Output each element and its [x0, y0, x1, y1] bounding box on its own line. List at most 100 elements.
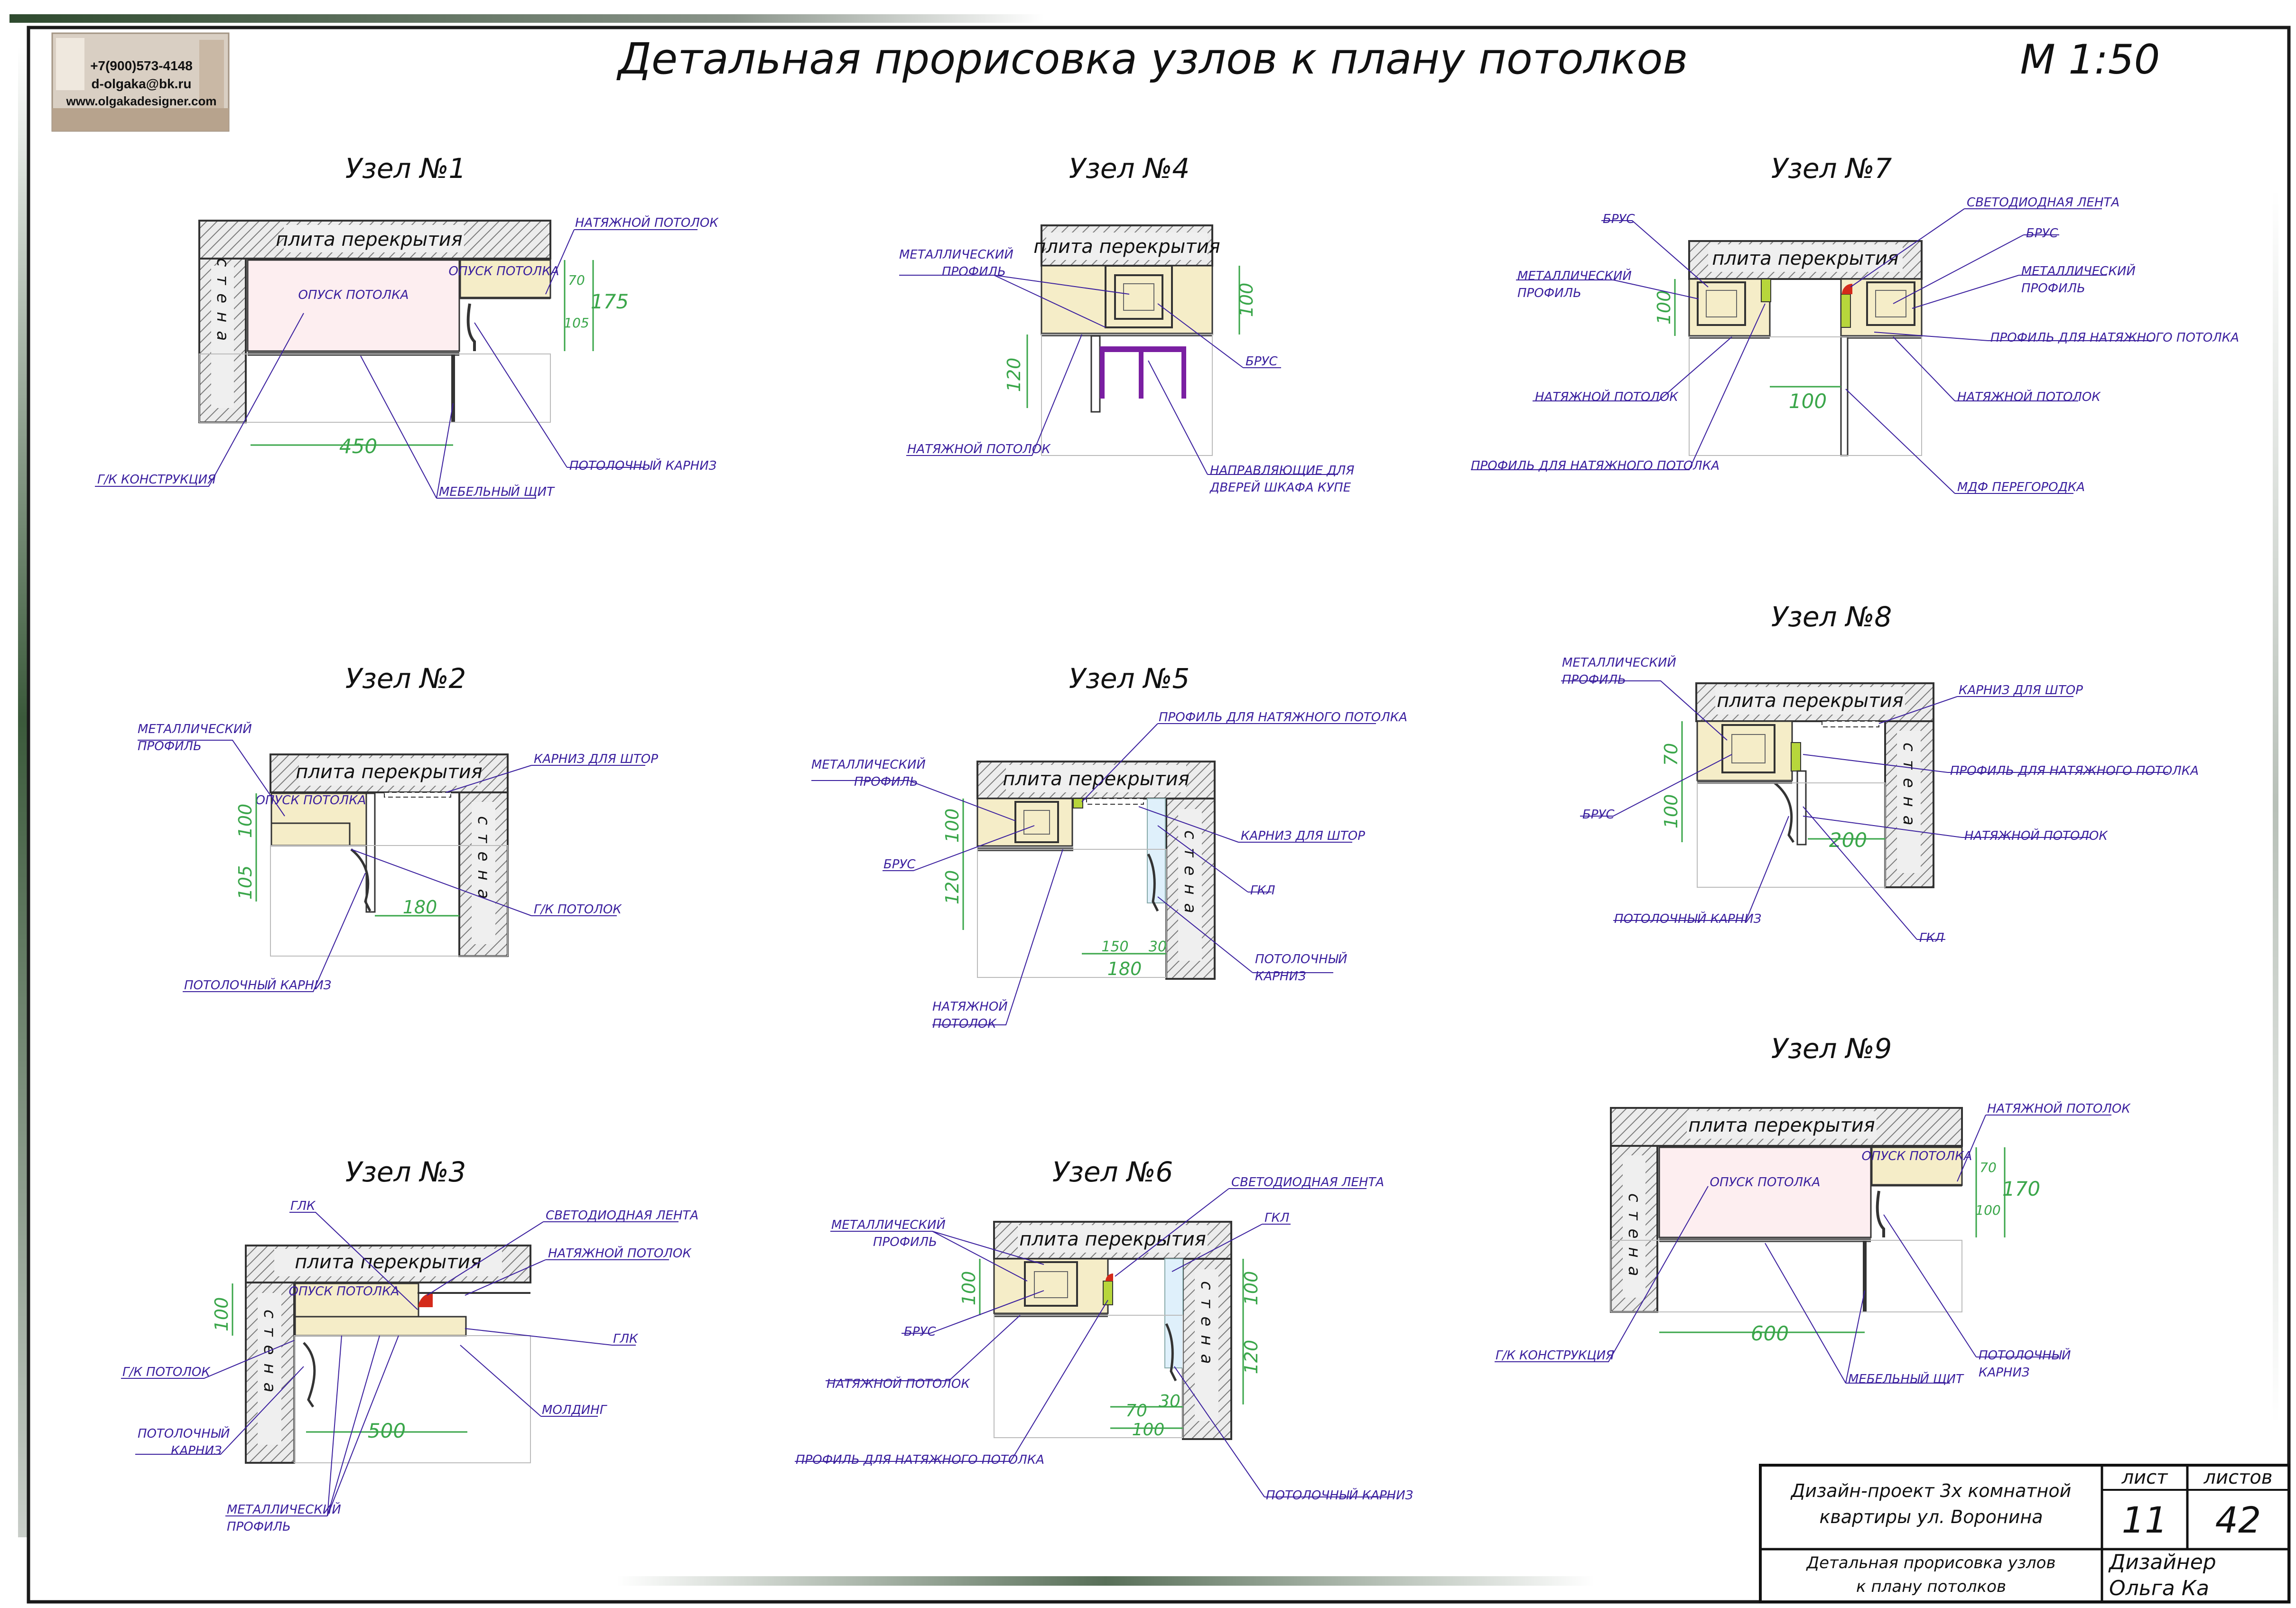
title-block: Дизайн-проект 3х комнатной квартиры ул. … [1759, 1464, 2290, 1603]
label-timber: БРУС [904, 1325, 936, 1339]
node-3: Узел №3 плита перекрытия стена ОПУСК ПОТ… [121, 1156, 698, 1534]
dim-100: 100 [211, 1297, 232, 1332]
label-molding: МОЛДИНГ [542, 1403, 608, 1417]
node-5: Узел №5 плита перекрытия стена 100 120 1… [811, 662, 1407, 1031]
dim-100-bottom: 100 [1132, 1420, 1165, 1440]
node-title: Узел №1 [345, 152, 466, 185]
wall-label: стена [1181, 830, 1199, 921]
label-cornice: ПОТОЛОЧНЫЙ КАРНИЗ [569, 458, 716, 473]
dim-200: 200 [1829, 828, 1867, 852]
label-stretch-profile: ПРОФИЛЬ ДЛЯ НАТЯЖНОГО ПОТОЛКА [1159, 710, 1407, 725]
stamp-sheets-label: листов [2203, 1467, 2273, 1488]
label-curtain-rail: КАРНИЗ ДЛЯ ШТОР [534, 752, 658, 766]
label-timber: БРУС [1582, 808, 1615, 822]
label-drop: ОПУСК ПОТОЛКА [256, 793, 366, 808]
wall-label: стена [260, 1310, 279, 1401]
dim-120: 120 [1241, 1340, 1262, 1375]
label-led-strip: СВЕТОДИОДНАЯ ЛЕНТА [546, 1208, 698, 1223]
stamp-designer-label: Дизайнер [2108, 1550, 2216, 1574]
label-stretch-ceiling: НАТЯЖНОЙ ПОТОЛОК [575, 215, 719, 230]
label-timber: БРУС [883, 857, 916, 872]
label-stretch-profile: ПРОФИЛЬ ДЛЯ НАТЯЖНОГО ПОТОЛКА [1950, 764, 2199, 778]
label-stretch-profile-left: ПРОФИЛЬ ДЛЯ НАТЯЖНОГО ПОТОЛКА [1471, 459, 1720, 473]
node-title: Узел №9 [1771, 1032, 1892, 1065]
label-gkl: ГКЛ [1250, 883, 1275, 898]
node-2: Узел №2 плита перекрытия стена ОПУСК ПОТ… [138, 662, 658, 993]
node-7: Узел №7 плита перекрытия 100 100 БРУС СВ… [1471, 152, 2239, 494]
wall-label: стена [1899, 743, 1918, 834]
stamp-drawing-1: Детальная прорисовка узлов [1806, 1553, 2056, 1572]
stamp-sheet-no: 11 [2122, 1499, 2168, 1541]
label-gk-ceiling: Г/К ПОТОЛОК [534, 902, 622, 917]
label-gk-construction: Г/К КОНСТРУКЦИЯ [97, 473, 216, 487]
dim-120: 120 [942, 870, 963, 905]
node-4: Узел №4 плита перекрытия 100 120 МЕТАЛЛИ… [899, 152, 1354, 495]
sheet-title: Детальная прорисовка узлов к плану потол… [616, 34, 1688, 84]
label-curtain-rail: КАРНИЗ ДЛЯ ШТОР [1959, 683, 2083, 697]
dim-100-horizontal: 100 [1789, 390, 1827, 413]
dim-30: 30 [1159, 1392, 1181, 1411]
dim-100-right: 100 [1241, 1271, 1262, 1306]
dim-175: 175 [591, 290, 629, 313]
dim-70: 70 [1980, 1160, 1997, 1175]
wall-label: стена [1197, 1281, 1216, 1372]
dim-100-left: 100 [958, 1271, 979, 1306]
label-cornice: ПОТОЛОЧНЫЙ КАРНИЗ [184, 977, 331, 993]
dim-500: 500 [368, 1419, 406, 1442]
dim-100-vertical: 100 [1654, 290, 1674, 325]
node-8: Узел №8 плита перекрытия стена 70 100 20… [1561, 601, 2199, 945]
stamp-drawing-2: к плану потолков [1856, 1577, 2006, 1596]
label-curtain-rail: КАРНИЗ ДЛЯ ШТОР [1241, 829, 1365, 843]
dim-100: 100 [942, 809, 963, 843]
label-stretch-ceiling: НАТЯЖНОЙ ПОТОЛОК [907, 441, 1051, 456]
label-drop-right: ОПУСК ПОТОЛКА [1862, 1149, 1972, 1163]
node-title: Узел №7 [1771, 152, 1892, 185]
label-furniture-panel: МЕБЕЛЬНЫЙ ЩИТ [1848, 1371, 1964, 1386]
label-timber-right: БРУС [2026, 226, 2058, 241]
slab-label: плита перекрытия [1688, 1115, 1875, 1136]
sheet-scale: М 1:50 [2020, 36, 2160, 84]
wall-label: стена [1625, 1193, 1644, 1284]
slab-label: плита перекрытия [1019, 1228, 1206, 1250]
stamp-sheet-label: лист [2121, 1467, 2169, 1488]
slab-label: плита перекрытия [276, 229, 463, 251]
contact-phone: +7(900)573-4148 [90, 58, 193, 73]
slab-label: плита перекрытия [1003, 768, 1190, 790]
contact-email[interactable]: d-olgaka@bk.ru [92, 76, 192, 91]
label-furniture-panel: МЕБЕЛЬНЫЙ ЩИТ [439, 484, 555, 499]
contact-website[interactable]: www.olgakadesigner.com [66, 94, 217, 108]
label-timber-left: БРУС [1603, 212, 1635, 226]
node-title: Узел №8 [1771, 601, 1892, 633]
label-gkl: ГКЛ [1919, 931, 1944, 945]
contacts-logo: +7(900)573-4148 d-olgaka@bk.ru www.olgak… [51, 32, 230, 132]
slab-label: плита перекрытия [295, 1251, 482, 1273]
label-gk-construction: Г/К КОНСТРУКЦИЯ [1496, 1348, 1614, 1363]
label-stretch-ceiling-right: НАТЯЖНОЙ ПОТОЛОК [1957, 389, 2101, 404]
dim-170: 170 [2002, 1177, 2040, 1200]
label-gkl-right: ГЛК [613, 1332, 639, 1346]
label-mdf-partition: МДФ ПЕРЕГОРОДКА [1957, 480, 2085, 494]
node-title: Узел №4 [1069, 152, 1190, 185]
dim-100: 100 [1236, 283, 1257, 317]
dim-105: 105 [564, 315, 589, 331]
dim-100: 100 [235, 804, 256, 838]
drop-ceiling-box [247, 259, 460, 352]
node-1: Узел №1 плита перекрытия стена ОПУСК ПОТ… [95, 152, 719, 499]
label-drop-left: ОПУСК ПОТОЛКА [1710, 1175, 1821, 1190]
label-led-strip: СВЕТОДИОДНАЯ ЛЕНТА [1231, 1175, 1384, 1190]
dim-70: 70 [1661, 743, 1682, 766]
dim-150: 150 [1101, 939, 1128, 955]
label-cornice: ПОТОЛОЧНЫЙ КАРНИЗ [1266, 1487, 1413, 1503]
label-gk-ceiling: Г/К ПОТОЛОК [122, 1365, 211, 1379]
label-timber: БРУС [1246, 354, 1278, 369]
stamp-sheets-total: 42 [2215, 1499, 2261, 1541]
stamp-project-1: Дизайн-проект 3х комнатной [1790, 1480, 2072, 1501]
